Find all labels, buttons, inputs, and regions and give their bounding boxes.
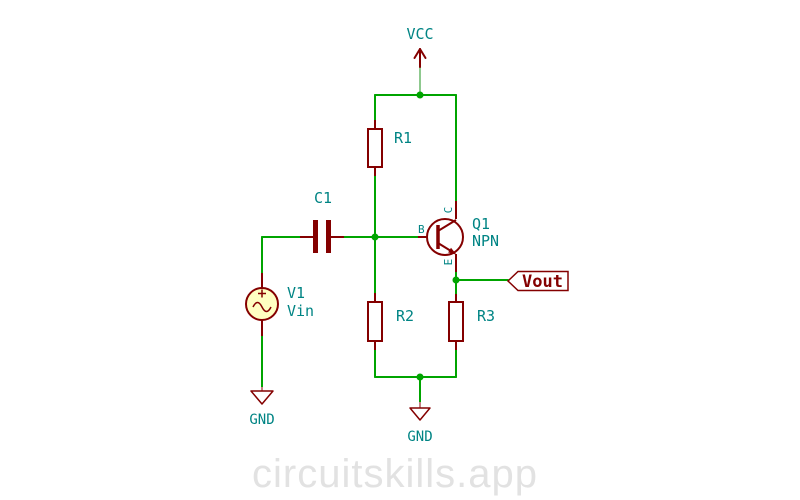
capacitor-plate [326,220,331,253]
vcc-arrow-icon [413,48,421,59]
q1-pin-e-label: E [442,259,455,266]
resistor-r3 [448,301,464,342]
net-label-vout: Vout [506,270,569,292]
gnd-triangle-icon [409,407,431,421]
gnd-symbol-bottom [409,407,431,421]
resistor-body [448,301,464,342]
gnd-bottom-label: GND [407,429,432,445]
r1-ref-label: R1 [394,129,412,147]
q1-pin-b-label: B [418,223,425,236]
c1-ref-label: C1 [314,189,332,207]
resistor-body [367,128,383,168]
source-v1 [245,287,279,321]
capacitor-c1 [313,220,331,253]
vcc-arrow-icon [419,48,427,59]
r3-ref-label: R3 [477,307,495,325]
q1-pin-c-label: C [442,207,455,214]
transistor-body [426,218,464,256]
wires [261,94,509,403]
gnd-triangle-icon [250,390,274,405]
vcc-power-symbol [413,48,427,68]
gnd-left-label: GND [249,412,274,428]
junction-dot [416,91,424,99]
junction-dot [371,233,379,241]
q1-value-label: NPN [472,232,499,250]
transistor-q1 [426,218,464,256]
resistor-r2 [367,301,383,342]
vcc-label: VCC [406,25,433,43]
net-label-text: Vout [522,272,563,292]
sine-wave-icon [252,301,272,313]
transistor-collector-line [437,219,457,232]
q1-ref-label: Q1 [472,215,490,233]
gnd-symbol-left [250,390,274,405]
junction-dots [371,91,460,381]
resistor-body [367,301,383,342]
source-body [245,287,279,321]
capacitor-plate [313,220,318,253]
component-pins [261,120,457,350]
junction-dot [452,276,460,284]
v1-ref-label: V1 [287,284,305,302]
junction-dot [416,373,424,381]
v1-value-label: Vin [287,302,314,320]
watermark-text: circuitskills.app [252,452,538,496]
emitter-arrow-icon [448,247,456,254]
net-label-outline [506,270,569,292]
annotation-labels: VCC R1 C1 R2 R3 Q1 NPN V1 Vin B C E GND … [249,25,499,445]
r2-ref-label: R2 [396,307,414,325]
resistor-r1 [367,128,383,168]
